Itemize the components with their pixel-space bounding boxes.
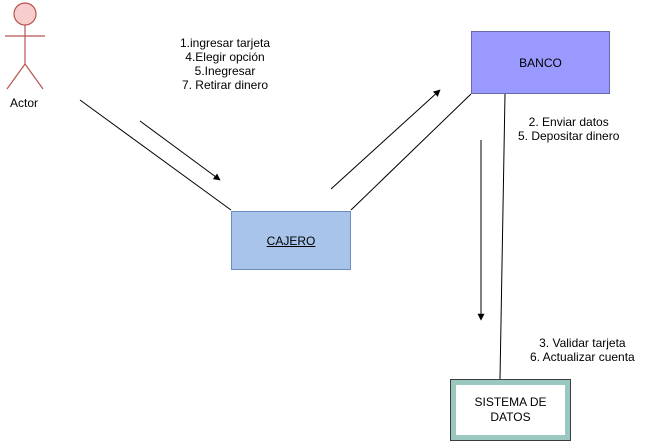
message-line: 4.Elegir opción bbox=[185, 50, 265, 64]
node-sistema-label-line1: SISTEMA DE bbox=[474, 395, 547, 409]
node-sistema-inner: SISTEMA DE DATOS bbox=[456, 385, 565, 435]
association-actor-cajero bbox=[79, 99, 232, 211]
message-line: 3. Validar tarjeta bbox=[539, 336, 626, 350]
message-line: 6. Actualizar cuenta bbox=[530, 350, 635, 364]
message-line: 5.Inegresar bbox=[194, 64, 256, 78]
association-banco-sistema bbox=[499, 93, 506, 380]
message-line: 1.ingresar tarjeta bbox=[179, 36, 271, 50]
node-banco[interactable]: BANCO bbox=[471, 31, 610, 94]
actor-left-leg bbox=[6, 63, 26, 90]
message-label-cajero-banco: 2. Enviar datos 5. Depositar dinero bbox=[518, 115, 619, 143]
node-banco-label: BANCO bbox=[519, 55, 562, 70]
message-label-banco-sistema: 3. Validar tarjeta 6. Actualizar cuenta bbox=[530, 336, 635, 364]
message-arrow-cajero-banco bbox=[330, 89, 441, 190]
node-cajero[interactable]: CAJERO bbox=[231, 211, 351, 270]
actor-figure bbox=[5, 2, 45, 90]
message-line: 7. Retirar dinero bbox=[181, 78, 269, 92]
actor-label: Actor bbox=[10, 96, 39, 110]
association-cajero-banco bbox=[350, 93, 472, 211]
actor-right-leg bbox=[24, 63, 44, 90]
message-line: 2. Enviar datos bbox=[528, 115, 609, 129]
message-line: 5. Depositar dinero bbox=[518, 129, 620, 143]
node-sistema-label-line2: DATOS bbox=[490, 410, 531, 424]
message-label-actor-cajero: 1.ingresar tarjeta 4.Elegir opción 5.Ine… bbox=[158, 36, 292, 92]
node-cajero-label: CAJERO bbox=[266, 233, 316, 248]
node-sistema-de-datos[interactable]: SISTEMA DE DATOS bbox=[450, 379, 571, 441]
message-arrow-actor-cajero bbox=[139, 120, 221, 181]
actor-head bbox=[13, 2, 37, 26]
